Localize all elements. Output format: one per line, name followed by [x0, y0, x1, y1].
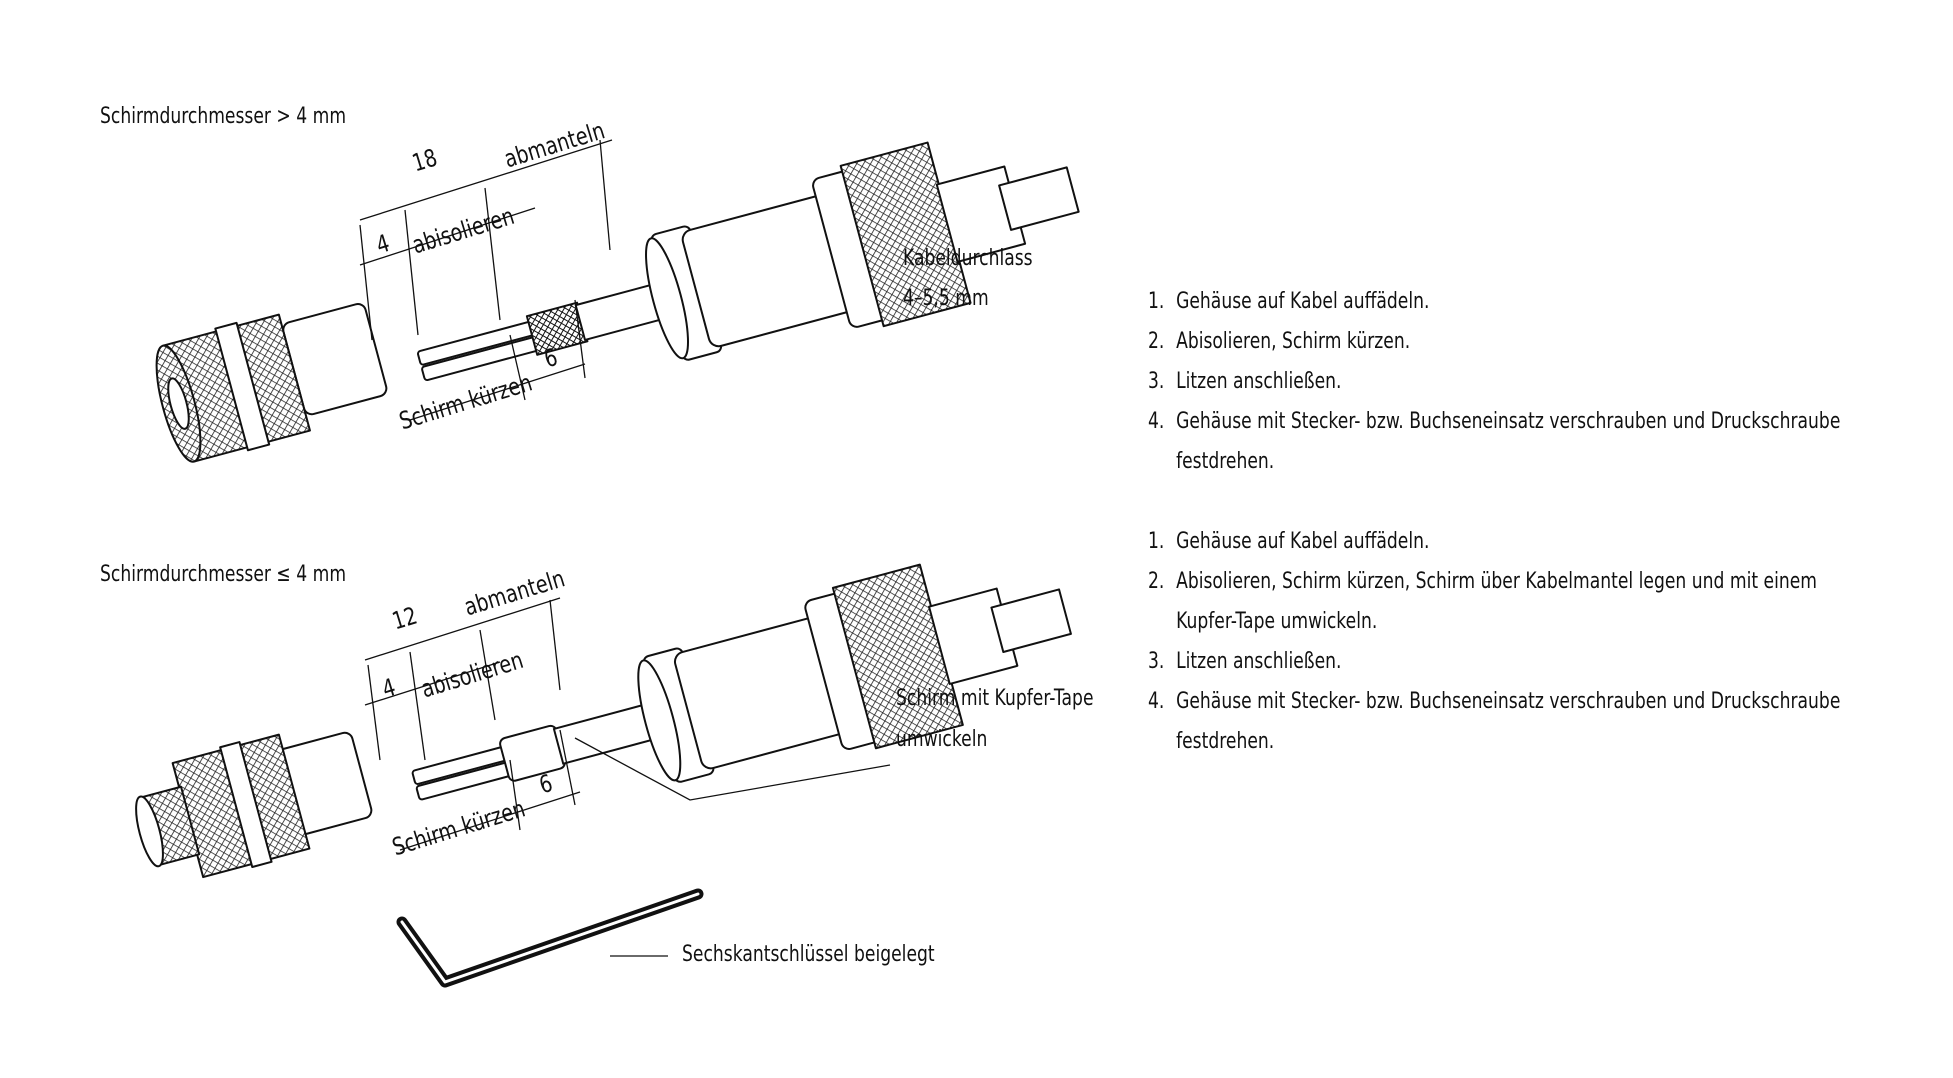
- step-text: Litzen anschließen.: [1176, 369, 1342, 394]
- variant-a-drawing: [155, 141, 1080, 463]
- step-text: Gehäuse mit Stecker- bzw. Buchseneinsatz…: [1176, 409, 1841, 474]
- variant-b-steps: 1. Gehäuse auf Kabel auffädeln. 2. Abisoli…: [1148, 522, 1847, 762]
- variant-b-heading: Schirmdurchmesser ≤ 4 mm: [100, 562, 347, 587]
- step-text: Litzen anschließen.: [1176, 649, 1342, 674]
- step-number: 2.: [1148, 329, 1165, 354]
- variant-a-cable-entry-line1: Kabeldurchlass: [903, 246, 1033, 271]
- variant-b-cable: [411, 563, 1072, 801]
- step-number: 1.: [1148, 529, 1165, 554]
- step-text: Abisolieren, Schirm kürzen, Schirm über …: [1176, 569, 1817, 634]
- variant-a-front-coupling: [155, 303, 388, 463]
- hex-key-label: Sechskantschlüssel beigelegt: [682, 942, 935, 967]
- variant-b-front-coupling: [135, 731, 373, 879]
- variant-b-step: 3. Litzen anschließen.: [1148, 642, 1847, 682]
- step-number: 4.: [1148, 409, 1165, 434]
- variant-b-step: 4. Gehäuse mit Stecker- bzw. Buchseneinsa…: [1148, 682, 1847, 762]
- variant-a-step: 4. Gehäuse mit Stecker- bzw. Buchseneinsa…: [1148, 402, 1847, 482]
- variant-a-steps: 1. Gehäuse auf Kabel auffädeln. 2. Abisoli…: [1148, 282, 1847, 482]
- variant-a-step: 1. Gehäuse auf Kabel auffädeln.: [1148, 282, 1847, 322]
- variant-a-step: 2. Abisolieren, Schirm kürzen.: [1148, 322, 1847, 362]
- variant-b-tape-line2: umwickeln: [896, 727, 988, 752]
- step-text: Abisolieren, Schirm kürzen.: [1176, 329, 1411, 354]
- hex-key: [396, 888, 704, 988]
- step-number: 1.: [1148, 289, 1165, 314]
- step-number: 4.: [1148, 689, 1165, 714]
- variant-b-tape-line1: Schirm mit Kupfer-Tape: [896, 686, 1094, 711]
- variant-a-cable-entry-line2: 4–5,5 mm: [903, 286, 989, 311]
- variant-b-dimensions: [364, 597, 891, 851]
- variant-a-step: 3. Litzen anschließen.: [1148, 362, 1847, 402]
- step-number: 3.: [1148, 649, 1165, 674]
- step-text: Gehäuse auf Kabel auffädeln.: [1176, 529, 1430, 554]
- variant-b-drawing: [135, 563, 1072, 879]
- step-text: Gehäuse auf Kabel auffädeln.: [1176, 289, 1430, 314]
- step-number: 3.: [1148, 369, 1165, 394]
- variant-a-dimensions: [359, 139, 613, 421]
- variant-b-step: 2. Abisolieren, Schirm kürzen, Schirm übe…: [1148, 562, 1847, 642]
- step-number: 2.: [1148, 569, 1165, 594]
- step-text: Gehäuse mit Stecker- bzw. Buchseneinsatz…: [1176, 689, 1841, 754]
- variant-a-heading: Schirmdurchmesser > 4 mm: [100, 104, 347, 129]
- variant-a-cable: [417, 141, 1080, 382]
- variant-b-step: 1. Gehäuse auf Kabel auffädeln.: [1148, 522, 1847, 562]
